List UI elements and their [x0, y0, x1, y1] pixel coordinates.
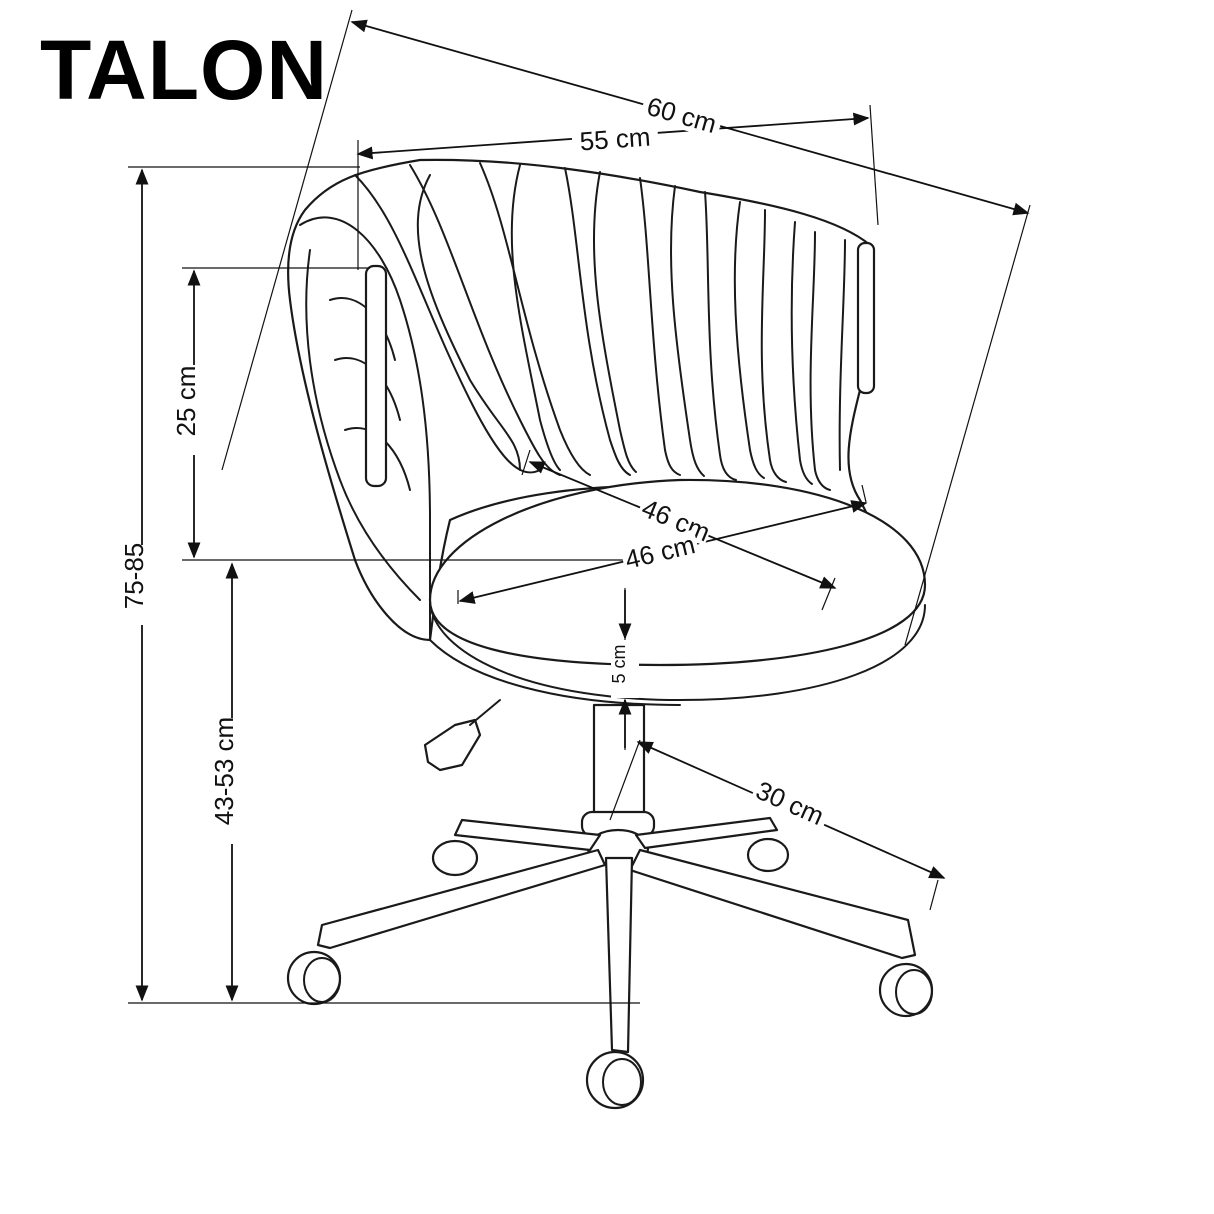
label-backrest-height: 25 cm [171, 366, 201, 437]
seat-edge [429, 604, 926, 701]
label-total-height: 75-85 [119, 543, 149, 610]
gas-cylinder [592, 703, 646, 827]
base-leg-front [604, 856, 634, 1054]
right-back-post [856, 241, 876, 395]
product-title: TALON [40, 23, 329, 117]
height-lever [423, 718, 482, 772]
base-leg-back-left [453, 818, 602, 852]
label-seat-height: 43-53 cm [209, 717, 239, 825]
label-seat-thickness: 5 cm [609, 644, 629, 683]
label-back-width: 55 cm [579, 122, 652, 157]
left-back-post [364, 264, 388, 488]
base-leg-front-left [316, 848, 607, 950]
chair-illustration [286, 158, 934, 1110]
